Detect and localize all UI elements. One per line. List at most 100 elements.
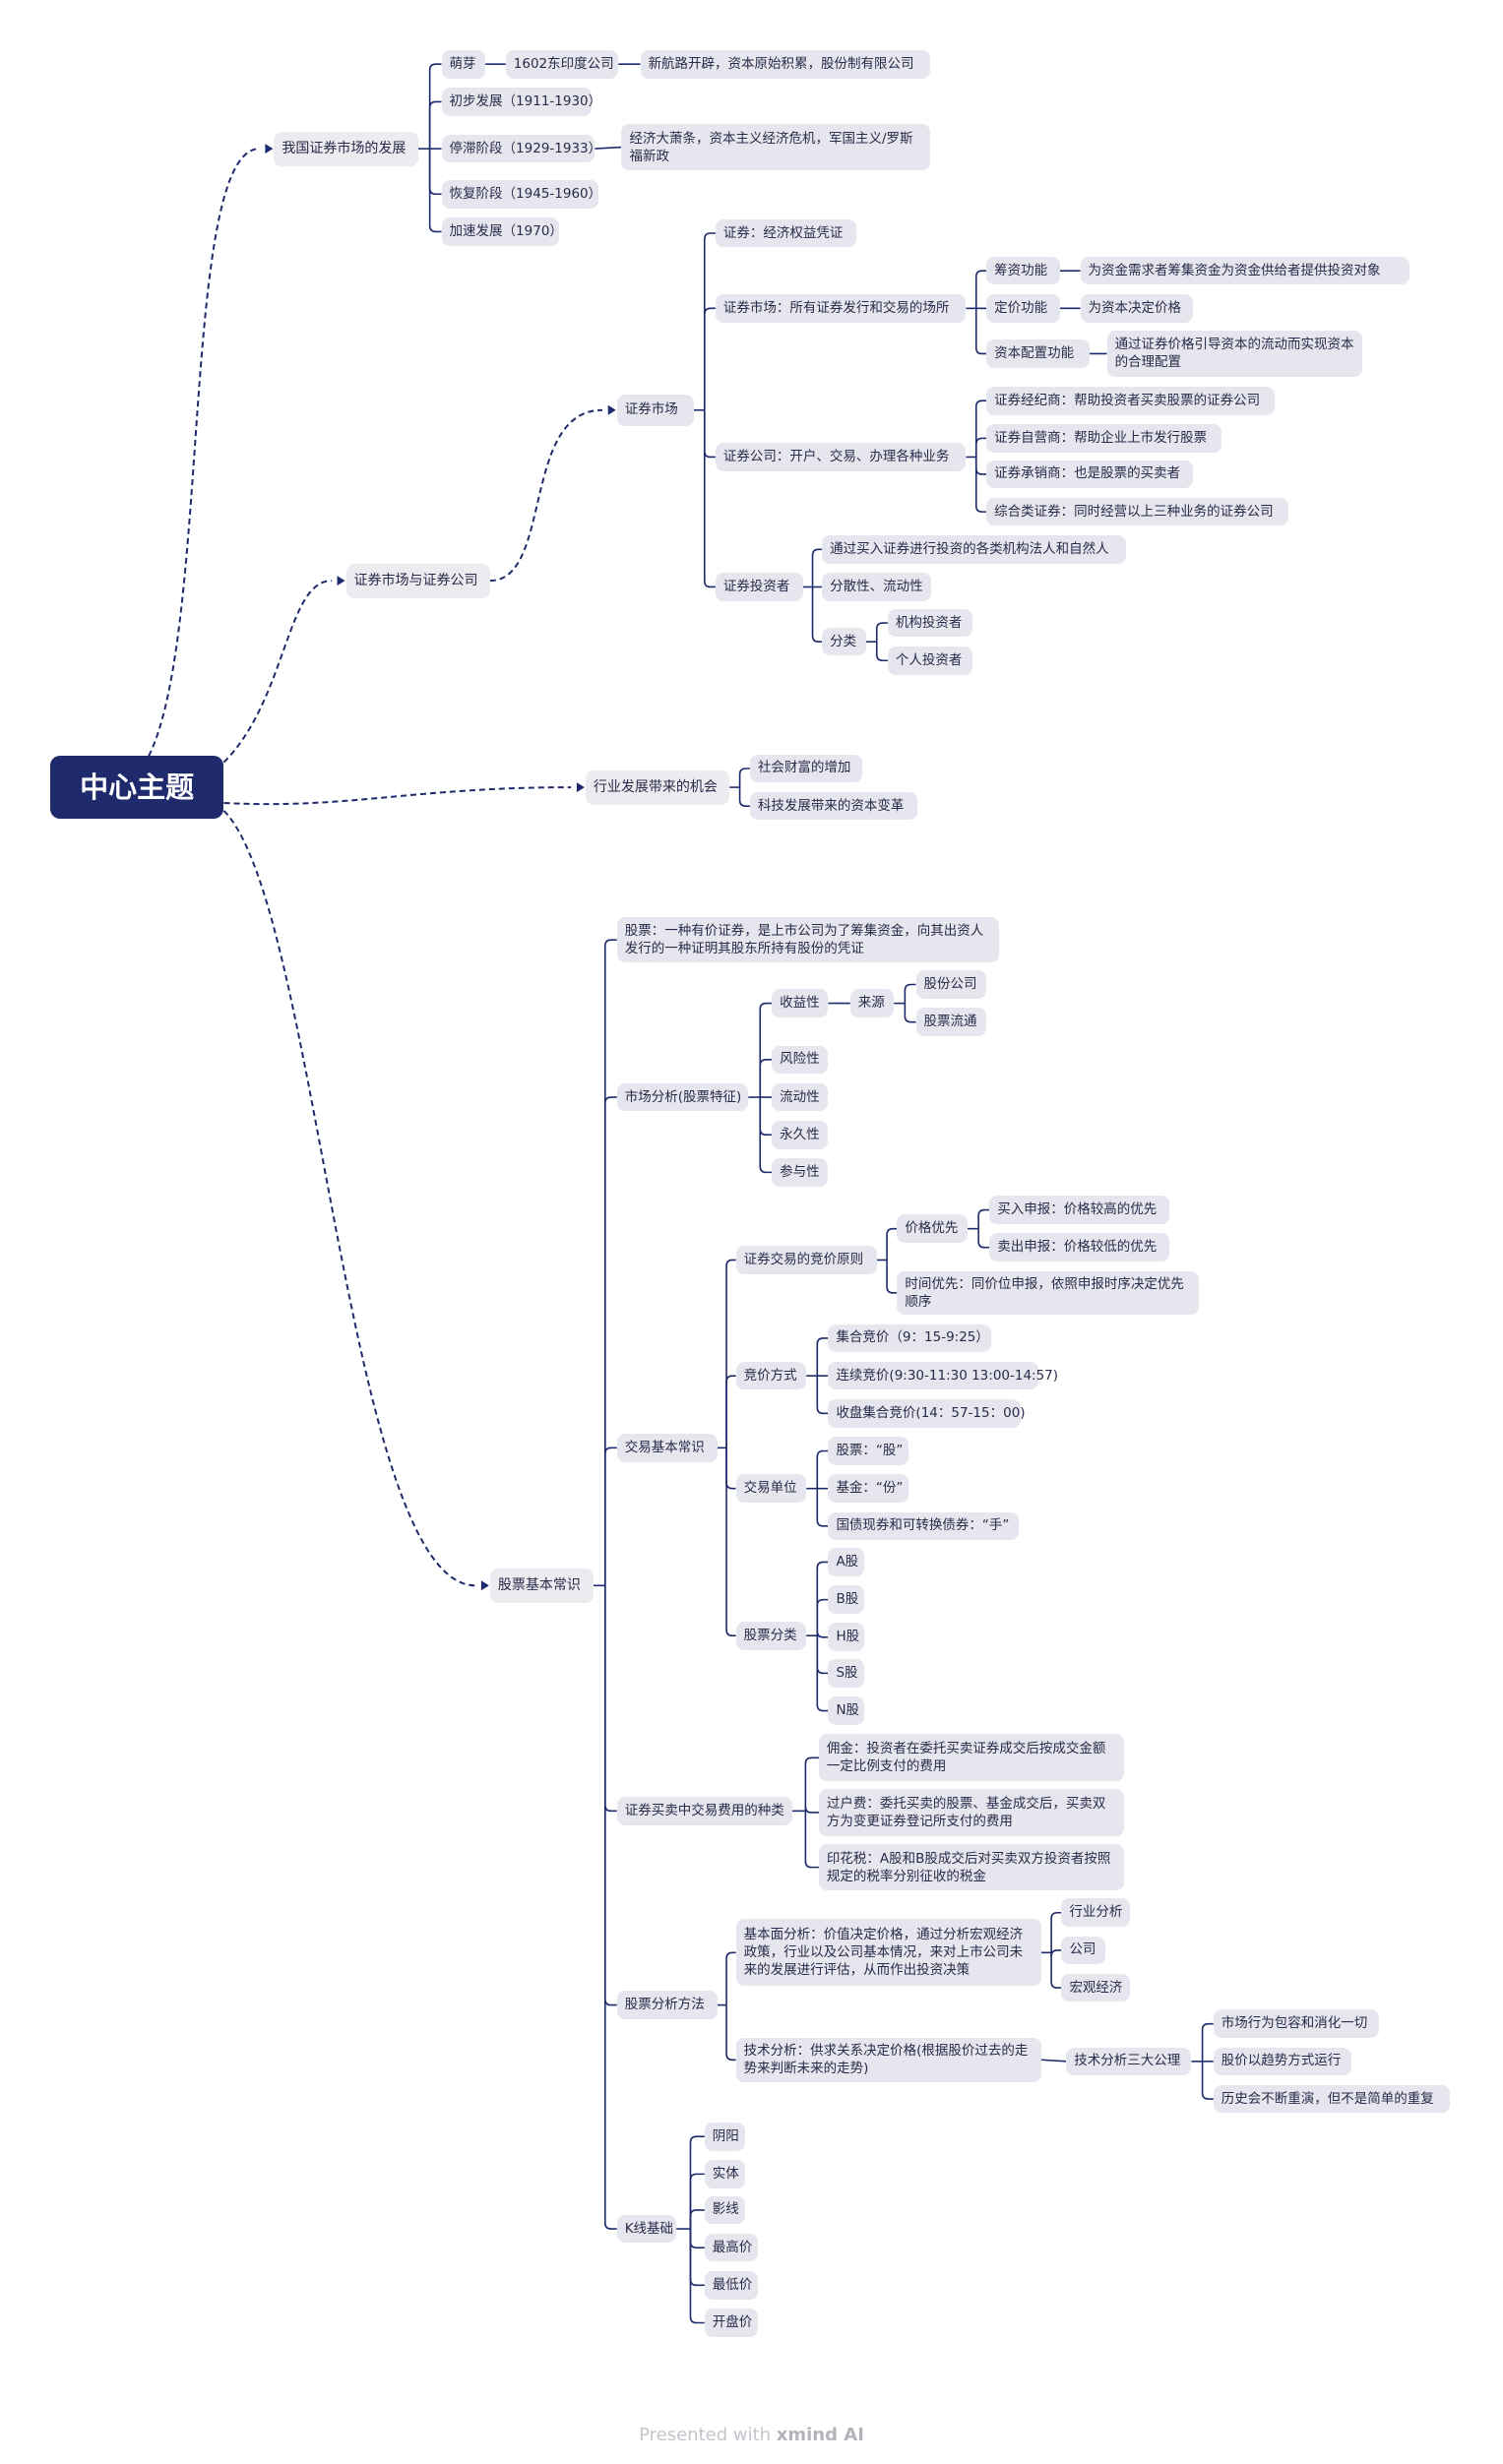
topic-s4b1b[interactable]: 股价以趋势方式运行 xyxy=(1213,2047,1351,2076)
topic-s1d[interactable]: 永久性 xyxy=(772,1120,829,1149)
central-topic[interactable]: 中心主题 xyxy=(49,756,224,819)
topic-mk1[interactable]: 证券市场 xyxy=(616,394,694,426)
topic-s0[interactable]: 股票：一种有价证券，是上市公司为了筹集资金，向其出资人发行的一种证明其股东所持有… xyxy=(616,917,999,963)
topic-s2c[interactable]: 交易单位 xyxy=(735,1474,807,1503)
topic-m3b[interactable]: 证券自营商：帮助企业上市发行股票 xyxy=(986,424,1221,453)
topic-mk[interactable]: 证券市场与证券公司 xyxy=(345,563,490,598)
topic-st[interactable]: 股票基本常识 xyxy=(489,1568,594,1603)
topic-s2a1a[interactable]: 买入申报：价格较高的优先 xyxy=(989,1196,1170,1224)
connector-line xyxy=(875,622,888,643)
topic-s4b1c[interactable]: 历史会不断重演，但不是简单的重复 xyxy=(1213,2084,1450,2114)
connector-line xyxy=(428,149,442,196)
topic-s3c[interactable]: 印花税：A股和B股成交后对买卖双方投资者按照规定的税率分别征收的税金 xyxy=(818,1843,1125,1891)
topic-s4b1[interactable]: 技术分析三大公理 xyxy=(1066,2047,1192,2076)
connector-line xyxy=(816,1631,829,1638)
topic-m2c[interactable]: 资本配置功能 xyxy=(986,339,1091,368)
topic-s2c2[interactable]: 基金：“份” xyxy=(828,1474,908,1503)
topic-d1[interactable]: 萌芽 xyxy=(441,49,486,79)
topic-m4c2[interactable]: 个人投资者 xyxy=(887,646,972,675)
topic-s1a1b[interactable]: 股票流通 xyxy=(915,1008,987,1036)
topic-d5[interactable]: 加速发展（1970） xyxy=(441,217,563,246)
topic-m3d[interactable]: 综合类证券：同时经营以上三种业务的证券公司 xyxy=(986,497,1289,526)
topic-m4c[interactable]: 分类 xyxy=(822,627,866,656)
topic-m2b1[interactable]: 为资本决定价格 xyxy=(1080,294,1194,323)
topic-dev[interactable]: 我国证券市场的发展 xyxy=(274,131,418,166)
topic-s1c[interactable]: 流动性 xyxy=(772,1082,829,1112)
topic-op[interactable]: 行业发展带来的机会 xyxy=(585,770,730,805)
topic-s5a[interactable]: 阴阳 xyxy=(704,2122,746,2151)
topic-s1a1[interactable]: 来源 xyxy=(849,989,895,1017)
topic-s1e[interactable]: 参与性 xyxy=(772,1158,829,1187)
topic-d1b[interactable]: 新航路开辟，资本原始积累，股份制有限公司 xyxy=(640,49,930,79)
topic-d3a[interactable]: 经济大萧条，资本主义经济危机，军国主义/罗斯福新政 xyxy=(621,123,930,171)
topic-s4b[interactable]: 技术分析：供求关系决定价格(根据股价过去的走势来判断未来的走势) xyxy=(735,2037,1041,2082)
topic-s2b3[interactable]: 收盘集合竞价(14：57-15：00) xyxy=(828,1399,1026,1428)
topic-s5c[interactable]: 影线 xyxy=(704,2195,746,2225)
connector-line xyxy=(689,2229,705,2248)
arrow-head xyxy=(480,1580,489,1591)
topic-o1[interactable]: 社会财富的增加 xyxy=(749,754,863,783)
topic-s1[interactable]: 市场分析(股票特征) xyxy=(616,1082,749,1112)
topic-s4[interactable]: 股票分析方法 xyxy=(616,1991,718,2019)
topic-s2a1b[interactable]: 卖出申报：价格较低的优先 xyxy=(989,1233,1170,1263)
topic-s5d[interactable]: 最高价 xyxy=(704,2233,758,2262)
connector-line xyxy=(1201,2061,1214,2100)
topic-m2b[interactable]: 定价功能 xyxy=(986,294,1060,323)
topic-s2a2[interactable]: 时间优先：同价位申报，依照申报时序决定优先顺序 xyxy=(897,1270,1200,1316)
topic-s3a[interactable]: 佣金：投资者在委托买卖证券成交后按成交金额一定比例支付的费用 xyxy=(818,1734,1125,1782)
topic-s2c1[interactable]: 股票：“股” xyxy=(828,1437,908,1465)
connector-line xyxy=(977,1228,990,1249)
connector-line xyxy=(816,1635,829,1712)
connector-line xyxy=(689,2209,705,2230)
topic-s4a[interactable]: 基本面分析：价值决定价格，通过分析宏观经济政策，行业以及公司基本情况，来对上市公… xyxy=(735,1919,1041,1987)
topic-m3[interactable]: 证券公司：开户、交易、办理各种业务 xyxy=(715,443,967,471)
topic-m2[interactable]: 证券市场：所有证券发行和交易的场所 xyxy=(715,294,967,323)
topic-m3a[interactable]: 证券经纪商：帮助投资者买卖股票的证券公司 xyxy=(986,386,1275,415)
topic-d4[interactable]: 恢复阶段（1945-1960） xyxy=(441,179,601,209)
connector-line xyxy=(811,586,823,643)
topic-s2d[interactable]: 股票分类 xyxy=(735,1621,807,1650)
topic-s2d2[interactable]: B股 xyxy=(828,1585,865,1614)
topic-s2d3[interactable]: H股 xyxy=(828,1623,865,1652)
topic-s1a1a[interactable]: 股份公司 xyxy=(915,970,987,999)
topic-s4a3[interactable]: 宏观经济 xyxy=(1061,1973,1131,2002)
topic-s2c3[interactable]: 国债现券和可转换债券：“手” xyxy=(828,1511,1020,1541)
topic-s3b[interactable]: 过户费：委托买卖的股票、基金成交后，买卖双方为变更证券登记所支付的费用 xyxy=(818,1789,1125,1836)
topic-s1a[interactable]: 收益性 xyxy=(772,989,829,1017)
topic-s2b1[interactable]: 集合竞价（9：15-9:25） xyxy=(828,1324,991,1353)
topic-s3[interactable]: 证券买卖中交易费用的种类 xyxy=(616,1797,792,1825)
connector-line xyxy=(974,457,987,475)
connector-line xyxy=(725,1259,736,1448)
topic-m4a[interactable]: 通过买入证券进行投资的各类机构法人和自然人 xyxy=(822,534,1126,564)
topic-s4a1[interactable]: 行业分析 xyxy=(1061,1898,1131,1928)
topic-s2a1[interactable]: 价格优先 xyxy=(897,1214,968,1243)
topic-s2d4[interactable]: S股 xyxy=(828,1659,865,1688)
topic-d2[interactable]: 初步发展（1911-1930） xyxy=(441,88,601,116)
topic-s5f[interactable]: 开盘价 xyxy=(704,2309,758,2337)
topic-s2d1[interactable]: A股 xyxy=(828,1548,865,1576)
topic-m2c1[interactable]: 通过证券价格引导资本的流动而实现资本的合理配置 xyxy=(1106,330,1362,378)
topic-s2d5[interactable]: N股 xyxy=(828,1696,865,1725)
topic-m4[interactable]: 证券投资者 xyxy=(715,573,803,601)
topic-d3[interactable]: 停滞阶段（1929-1933） xyxy=(441,134,601,163)
topic-m4b[interactable]: 分散性、流动性 xyxy=(822,573,932,601)
topic-s2b[interactable]: 竞价方式 xyxy=(735,1361,807,1390)
topic-s2[interactable]: 交易基本常识 xyxy=(616,1434,718,1462)
topic-o2[interactable]: 科技发展带来的资本变革 xyxy=(749,791,918,821)
topic-d1a[interactable]: 1602东印度公司 xyxy=(505,49,619,79)
topic-s2b2[interactable]: 连续竞价(9:30-11:30 13:00-14:57) xyxy=(828,1361,1058,1390)
topic-s1b[interactable]: 风险性 xyxy=(772,1045,829,1075)
topic-m2a[interactable]: 筹资功能 xyxy=(986,256,1060,285)
topic-m2a1[interactable]: 为资金需求者筹集资金为资金供给者提供投资对象 xyxy=(1080,256,1409,285)
topic-s5b[interactable]: 实体 xyxy=(704,2160,746,2188)
topic-s4a2[interactable]: 公司 xyxy=(1061,1936,1105,1965)
topic-m3c[interactable]: 证券承销商：也是股票的买卖者 xyxy=(986,460,1194,489)
topic-s2a[interactable]: 证券交易的竞价原则 xyxy=(735,1246,877,1274)
topic-s5[interactable]: K线基础 xyxy=(616,2214,677,2244)
topic-s4b1a[interactable]: 市场行为包容和消化一切 xyxy=(1213,2009,1380,2038)
connector-line xyxy=(148,148,260,757)
topic-m1[interactable]: 证券：经济权益凭证 xyxy=(715,218,857,248)
topic-m4c1[interactable]: 机构投资者 xyxy=(887,608,972,638)
topic-s5e[interactable]: 最低价 xyxy=(704,2270,758,2300)
connector-line xyxy=(759,1059,773,1098)
